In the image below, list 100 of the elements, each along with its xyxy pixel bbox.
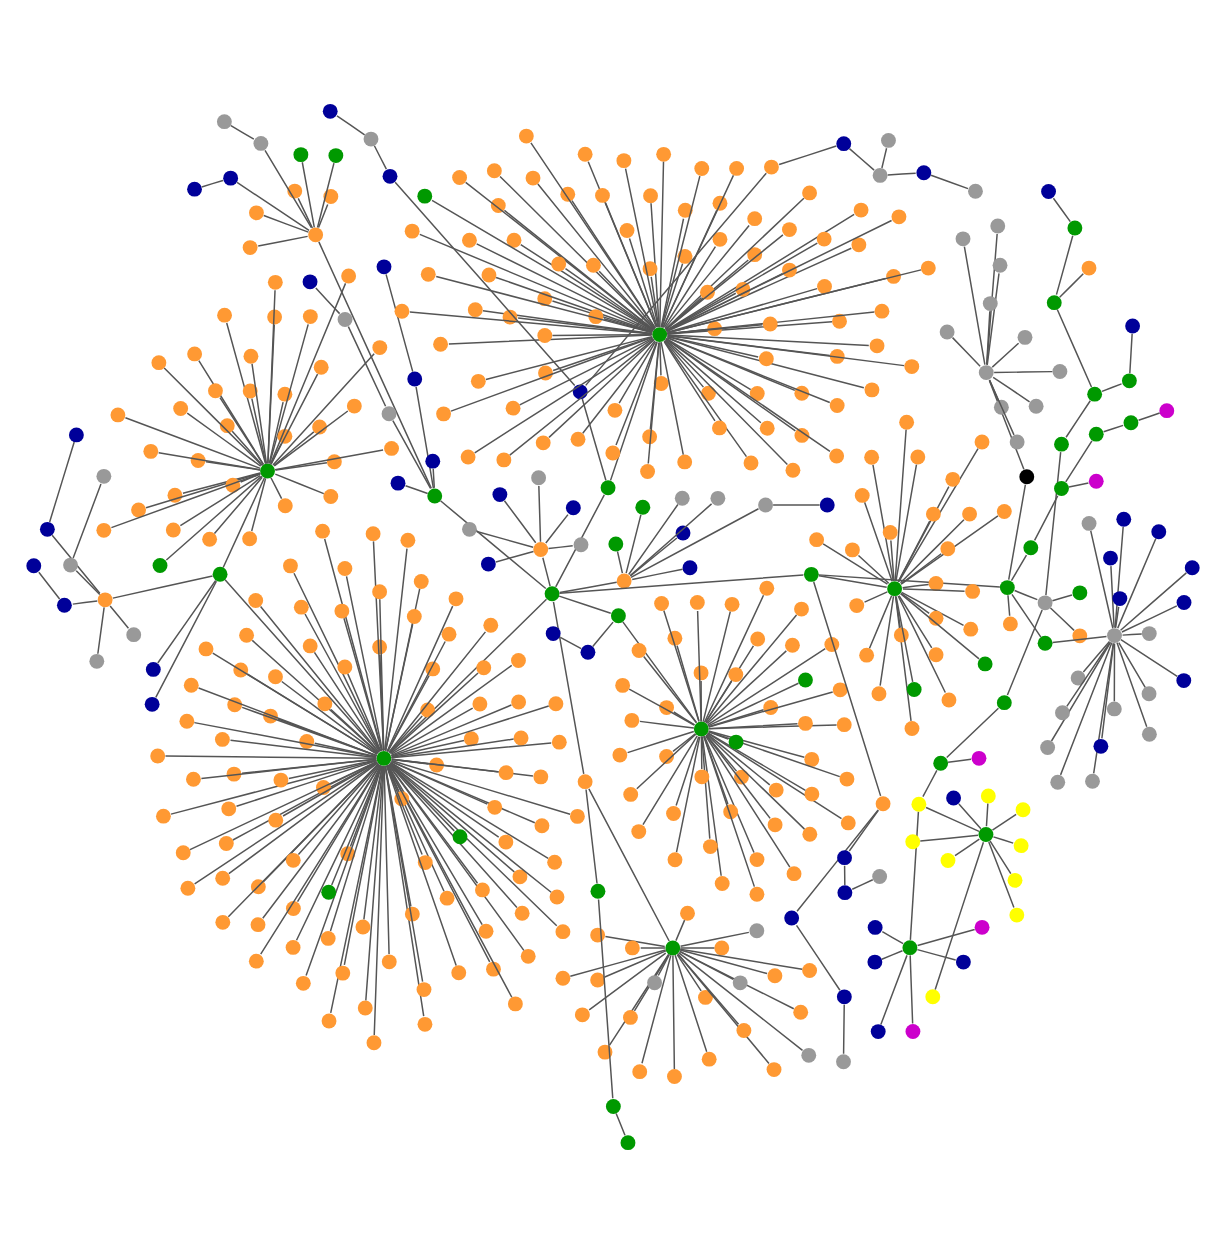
connector (270, 442, 283, 466)
node-circle (902, 940, 918, 956)
node-circle (480, 556, 496, 572)
connector (230, 124, 255, 140)
connector (947, 758, 972, 764)
node-circle (547, 854, 563, 870)
connector (988, 841, 1015, 909)
node-circle (267, 309, 283, 325)
node-circle (1019, 469, 1035, 485)
connector (1082, 640, 1111, 673)
connector (795, 924, 841, 991)
node-circle (642, 429, 658, 445)
node-circle (766, 1062, 782, 1077)
connector (415, 386, 435, 490)
node-circle (993, 399, 1009, 415)
connector (270, 373, 319, 465)
connector (404, 485, 429, 495)
node-circle (1037, 595, 1053, 611)
node-circle (537, 328, 553, 343)
connector (707, 682, 800, 727)
node-circle (533, 542, 549, 557)
connector (313, 651, 381, 753)
node-circle (597, 1044, 613, 1060)
connector (898, 447, 979, 583)
node-circle (227, 697, 243, 713)
connector (251, 397, 267, 465)
node-circle (1176, 595, 1192, 610)
connector (384, 588, 421, 752)
node-circle (747, 247, 763, 263)
node-circle (667, 630, 683, 646)
node-circle (511, 653, 526, 668)
connector (880, 954, 908, 1026)
connector (157, 579, 217, 664)
node-circle (308, 227, 324, 243)
node-circle (346, 398, 362, 414)
node-circle (702, 839, 718, 854)
connector (636, 733, 697, 790)
node-circle (665, 940, 681, 956)
connector (868, 595, 893, 650)
connector (305, 765, 382, 977)
node-circle (1081, 515, 1097, 531)
node-circle (1046, 295, 1062, 311)
connector (345, 575, 383, 751)
connector (277, 718, 378, 757)
connector (1114, 606, 1120, 629)
node-circle (590, 883, 606, 899)
node-circle (406, 609, 422, 624)
connector (647, 342, 660, 465)
connector (297, 764, 379, 856)
node-circle (285, 901, 301, 916)
node-circle (1072, 628, 1088, 644)
node-circle (640, 464, 655, 479)
connector (250, 477, 267, 532)
node-circle (131, 502, 146, 518)
connector (1006, 609, 1043, 696)
connector (301, 161, 316, 229)
connector (1051, 594, 1073, 602)
connector (268, 323, 309, 465)
node-circle (545, 626, 561, 641)
node-circle (253, 135, 269, 151)
connector (552, 601, 585, 775)
connector (347, 325, 387, 408)
node-circle (179, 713, 195, 729)
connector (626, 730, 695, 754)
node-circle (849, 598, 865, 613)
node-circle (498, 834, 514, 850)
node-circle (836, 136, 852, 152)
connector (679, 931, 750, 948)
node-circle (470, 373, 486, 389)
node-circle (905, 1024, 921, 1039)
connector (707, 732, 807, 792)
connector (679, 947, 716, 949)
node-circle (507, 996, 523, 1012)
node-circle (768, 782, 784, 798)
node-circle (273, 772, 289, 788)
node-circle (839, 771, 855, 787)
node-circle (1028, 398, 1044, 414)
node-circle (974, 434, 990, 450)
connector (708, 731, 841, 778)
connector (268, 401, 284, 464)
connector (899, 518, 965, 584)
node-circle (605, 445, 621, 461)
node-circle (572, 384, 588, 400)
connector (581, 398, 607, 481)
connector (665, 234, 784, 331)
node-circle (728, 667, 744, 683)
connector (930, 174, 969, 190)
connector (676, 645, 700, 722)
connector (193, 721, 378, 758)
node-circle (911, 796, 927, 812)
connector (633, 953, 670, 1012)
connector (629, 537, 678, 577)
node-circle (611, 608, 626, 624)
node-circle (1106, 701, 1122, 717)
connector (890, 539, 895, 582)
node-circle (864, 449, 880, 465)
node-circle (143, 443, 159, 459)
connector (677, 953, 740, 1026)
connector (666, 242, 819, 332)
connector (389, 672, 479, 754)
